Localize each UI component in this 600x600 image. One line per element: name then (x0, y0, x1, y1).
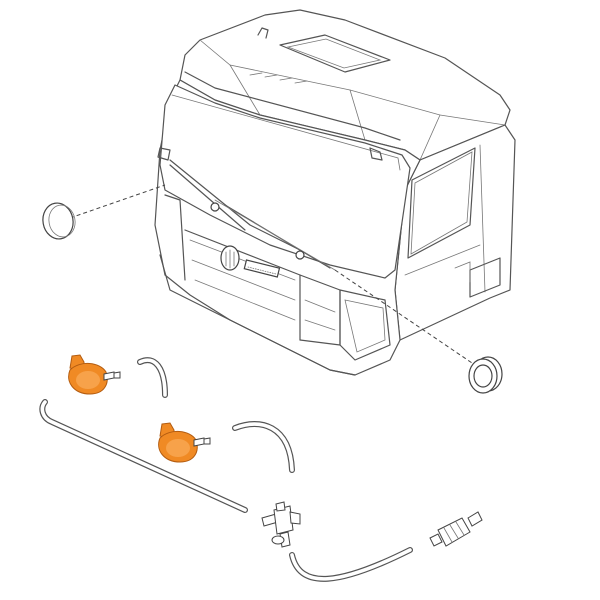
t-connector (261, 501, 301, 548)
grommet (468, 356, 503, 394)
cap (42, 202, 76, 240)
washer-pump-upper (68, 354, 121, 395)
hose-bottom (289, 547, 413, 582)
check-valve (429, 511, 483, 547)
washer-pump-lower (158, 422, 211, 463)
hose-long (39, 399, 248, 513)
hose-medium (232, 421, 295, 473)
leader-lines (69, 184, 476, 366)
truck-cab (154, 9, 516, 376)
hose-short (137, 357, 168, 398)
